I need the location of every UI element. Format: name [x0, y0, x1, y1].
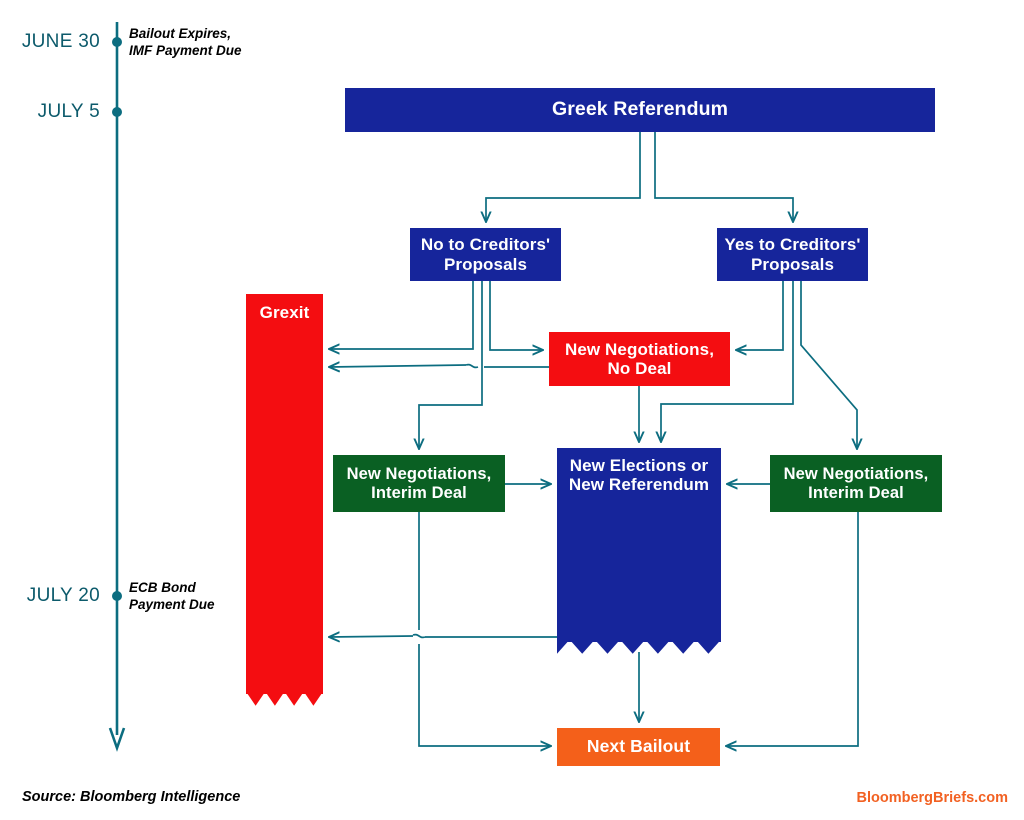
- node-label-line-2: Interim Deal: [371, 483, 467, 502]
- timeline-note-line-2: Payment Due: [129, 596, 215, 612]
- timeline-note-july-20: ECB Bond Payment Due: [129, 580, 215, 614]
- node-label-line-1: No to Creditors': [420, 235, 551, 255]
- node-new-elections-or-new-referendum[interactable]: New Elections or New Referendum: [557, 448, 721, 654]
- node-label-line-2: Proposals: [443, 254, 528, 274]
- timeline-note-june-30: Bailout Expires, IMF Payment Due: [129, 26, 242, 60]
- node-grexit[interactable]: Grexit: [246, 294, 323, 706]
- node-new-negotiations-no-deal[interactable]: New Negotiations, No Deal: [549, 332, 730, 386]
- node-label-line-2: Proposals: [750, 254, 835, 274]
- node-label-line-2: New Referendum: [568, 475, 710, 495]
- node-new-negotiations-interim-deal-right[interactable]: New Negotiations, Interim Deal: [770, 455, 942, 512]
- node-label-line-1: Yes to Creditors': [724, 235, 861, 255]
- node-new-negotiations-interim-deal-left[interactable]: New Negotiations, Interim Deal: [333, 455, 505, 512]
- node-no-to-creditors-proposals[interactable]: No to Creditors' Proposals: [410, 228, 561, 281]
- node-yes-to-creditors-proposals[interactable]: Yes to Creditors' Proposals: [717, 228, 868, 281]
- node-next-bailout[interactable]: Next Bailout: [557, 728, 720, 766]
- node-label: Greek Referendum: [551, 98, 729, 121]
- node-label-line-1: New Negotiations,: [346, 465, 492, 484]
- node-label-line-2: No Deal: [607, 359, 672, 378]
- timeline-note-line-1: Bailout Expires,: [129, 26, 232, 41]
- node-label: Next Bailout: [586, 736, 691, 757]
- timeline-note-line-1: ECB Bond: [129, 580, 196, 595]
- node-greek-referendum[interactable]: Greek Referendum: [345, 88, 935, 132]
- node-label-line-2: Interim Deal: [808, 483, 904, 502]
- brand-watermark[interactable]: BloombergBriefs.com: [856, 790, 1008, 806]
- node-label-line-1: New Negotiations,: [564, 339, 715, 359]
- torn-edge-grexit: [246, 689, 323, 706]
- timeline-date-july-5: JULY 5: [37, 101, 100, 122]
- node-label: Grexit: [259, 303, 310, 322]
- timeline-date-july-20: JULY 20: [26, 585, 100, 606]
- node-label-line-1: New Elections or: [569, 456, 709, 475]
- timeline-note-line-2: IMF Payment Due: [129, 42, 242, 58]
- torn-edge-new-elections: [557, 637, 721, 654]
- node-label-line-1: New Negotiations,: [783, 465, 929, 484]
- source-credit: Source: Bloomberg Intelligence: [22, 789, 241, 805]
- timeline-date-june-30: JUNE 30: [21, 31, 100, 52]
